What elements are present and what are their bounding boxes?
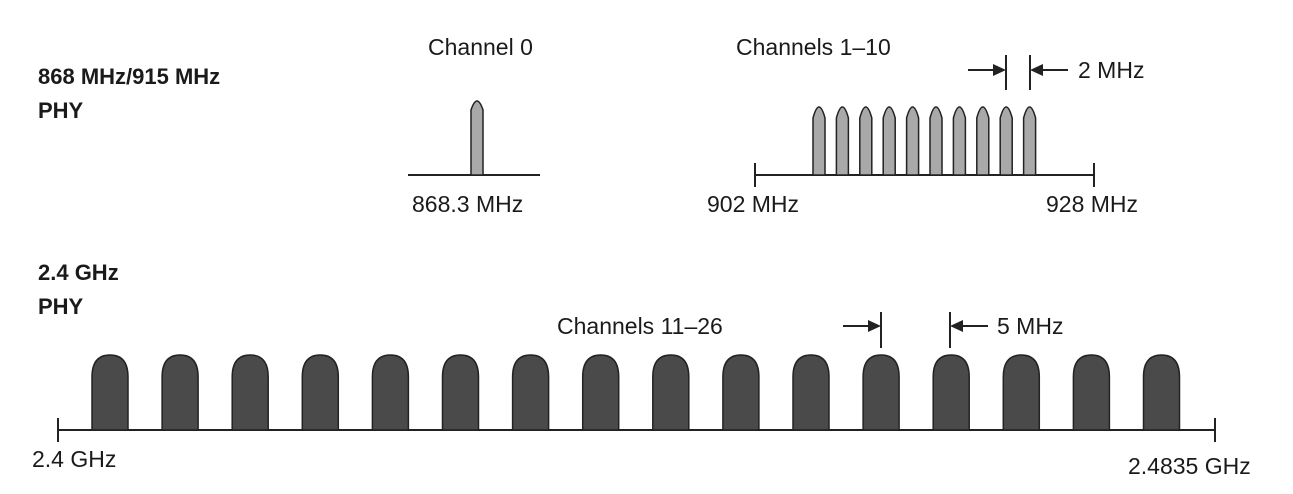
lower-band-title-line1: 2.4 GHz xyxy=(38,260,119,285)
channel-pulse xyxy=(952,106,967,176)
channels-1-10-end-label: 928 MHz xyxy=(1046,191,1138,217)
channel-pulse xyxy=(301,354,340,431)
channel-pulse xyxy=(722,354,760,431)
lower-spacing-label: 5 MHz xyxy=(997,313,1063,339)
upper-spacing-marker xyxy=(968,55,1068,90)
channel-pulse xyxy=(812,106,826,176)
lower-start-label: 2.4 GHz xyxy=(32,446,116,472)
channel-pulse xyxy=(91,354,129,431)
channels-1-10-label: Channels 1–10 xyxy=(736,34,891,60)
lower-spacing-marker xyxy=(843,312,988,348)
channels-1-10-axis xyxy=(754,163,1095,187)
arrow-left-icon xyxy=(950,320,963,332)
channels-11-26-pulses xyxy=(91,354,1181,431)
channel-pulse xyxy=(862,354,900,431)
channel-0-freq-label: 868.3 MHz xyxy=(412,191,523,217)
channel-pulse xyxy=(1002,354,1041,431)
lower-end-label: 2.4835 GHz xyxy=(1128,453,1251,479)
channel-pulse xyxy=(882,106,896,176)
lower-band-title-line2: PHY xyxy=(38,294,84,319)
channel-pulse xyxy=(1072,354,1111,431)
arrow-left-icon xyxy=(1030,64,1043,76)
channel-pulse xyxy=(932,354,970,431)
channel-pulse xyxy=(1022,106,1037,176)
channels-1-10-pulses xyxy=(812,106,1037,176)
channel-pulse xyxy=(929,106,943,176)
channel-pulse xyxy=(511,354,550,431)
channel-pulse xyxy=(859,106,873,176)
channel-pulse xyxy=(652,354,690,431)
channel-pulse xyxy=(161,354,199,431)
arrow-right-icon xyxy=(993,64,1006,76)
channel-pulse xyxy=(905,106,920,176)
channel-pulse xyxy=(999,106,1013,176)
arrow-right-icon xyxy=(868,320,881,332)
channel-0-pulse xyxy=(470,100,484,176)
channel-0-label: Channel 0 xyxy=(428,34,533,60)
channel-pulse xyxy=(371,354,410,431)
upper-band-title-line1: 868 MHz/915 MHz xyxy=(38,64,220,89)
upper-spacing-label: 2 MHz xyxy=(1078,57,1144,83)
channel-pulse xyxy=(441,354,480,431)
channel-pulse xyxy=(835,106,850,176)
channels-11-26-label: Channels 11–26 xyxy=(557,313,723,339)
channel-pulse xyxy=(1142,354,1181,431)
channel-pulse xyxy=(976,106,990,176)
channel-pulse xyxy=(231,354,269,431)
channel-pulse xyxy=(581,354,620,431)
channel-pulse xyxy=(792,354,830,431)
upper-band-title-line2: PHY xyxy=(38,98,84,123)
channels-1-10-start-label: 902 MHz xyxy=(707,191,799,217)
